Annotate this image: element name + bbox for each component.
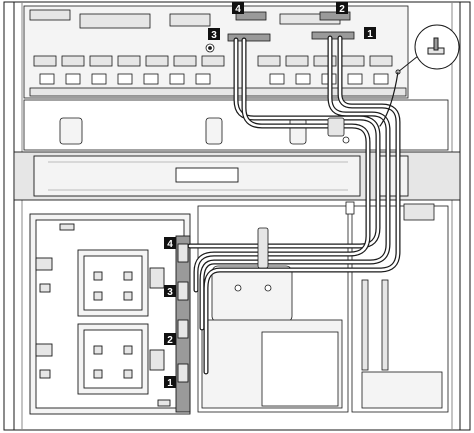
air-baffle: [13, 151, 461, 201]
callout-3-bottom-label: 3: [167, 287, 173, 298]
callout-2-top: 2: [336, 2, 348, 15]
top-connectors: [227, 11, 355, 42]
connector-4-top: [227, 33, 271, 42]
callout-4-bottom-label: 4: [167, 239, 173, 250]
callout-3-top-label: 3: [211, 30, 217, 41]
connector-column: [175, 235, 191, 413]
connector-2-top: [311, 31, 355, 40]
lower-right-area: [197, 203, 449, 413]
callout-3-top: 3: [208, 28, 220, 41]
callout-1-top: 1: [364, 27, 376, 40]
cables: [187, 35, 401, 375]
callout-2-top-label: 2: [339, 4, 345, 15]
callout-4-top-label: 4: [235, 4, 241, 15]
callout-2-bottom: 2: [164, 333, 176, 346]
callout-1-top-label: 1: [367, 29, 373, 40]
magnified-inset: [395, 24, 460, 75]
callout-1-bottom-label: 1: [167, 378, 173, 389]
callout-4-bottom: 4: [164, 237, 176, 250]
drive-cage: [29, 213, 191, 415]
backplane-connectors-row-1: [33, 55, 393, 67]
callout-2-bottom-label: 2: [167, 335, 173, 346]
adapter-board-lower: [77, 323, 149, 395]
sideband-cable: [379, 71, 399, 127]
callout-4-top: 4: [232, 2, 244, 15]
cable-clips: [257, 117, 355, 269]
callout-1-bottom: 1: [164, 376, 176, 389]
adapter-board-upper: [77, 249, 149, 317]
callouts: 4 2 3 1 4 3 2 1: [164, 2, 376, 389]
fan-connectors: [35, 257, 53, 379]
callout-3-bottom: 3: [164, 285, 176, 298]
top-backplane: [23, 5, 409, 99]
